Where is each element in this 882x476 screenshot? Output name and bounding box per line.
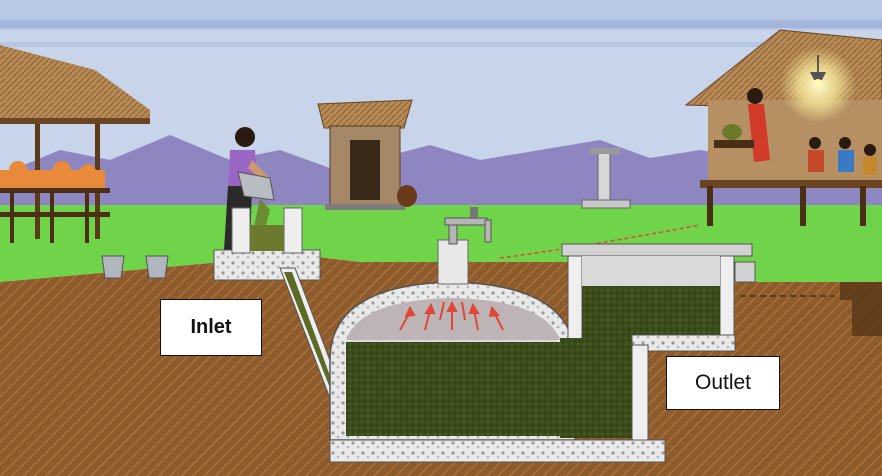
- outlet-label: Outlet: [666, 356, 780, 410]
- inlet-label: Inlet: [160, 299, 262, 356]
- digester-foundation: [330, 440, 665, 462]
